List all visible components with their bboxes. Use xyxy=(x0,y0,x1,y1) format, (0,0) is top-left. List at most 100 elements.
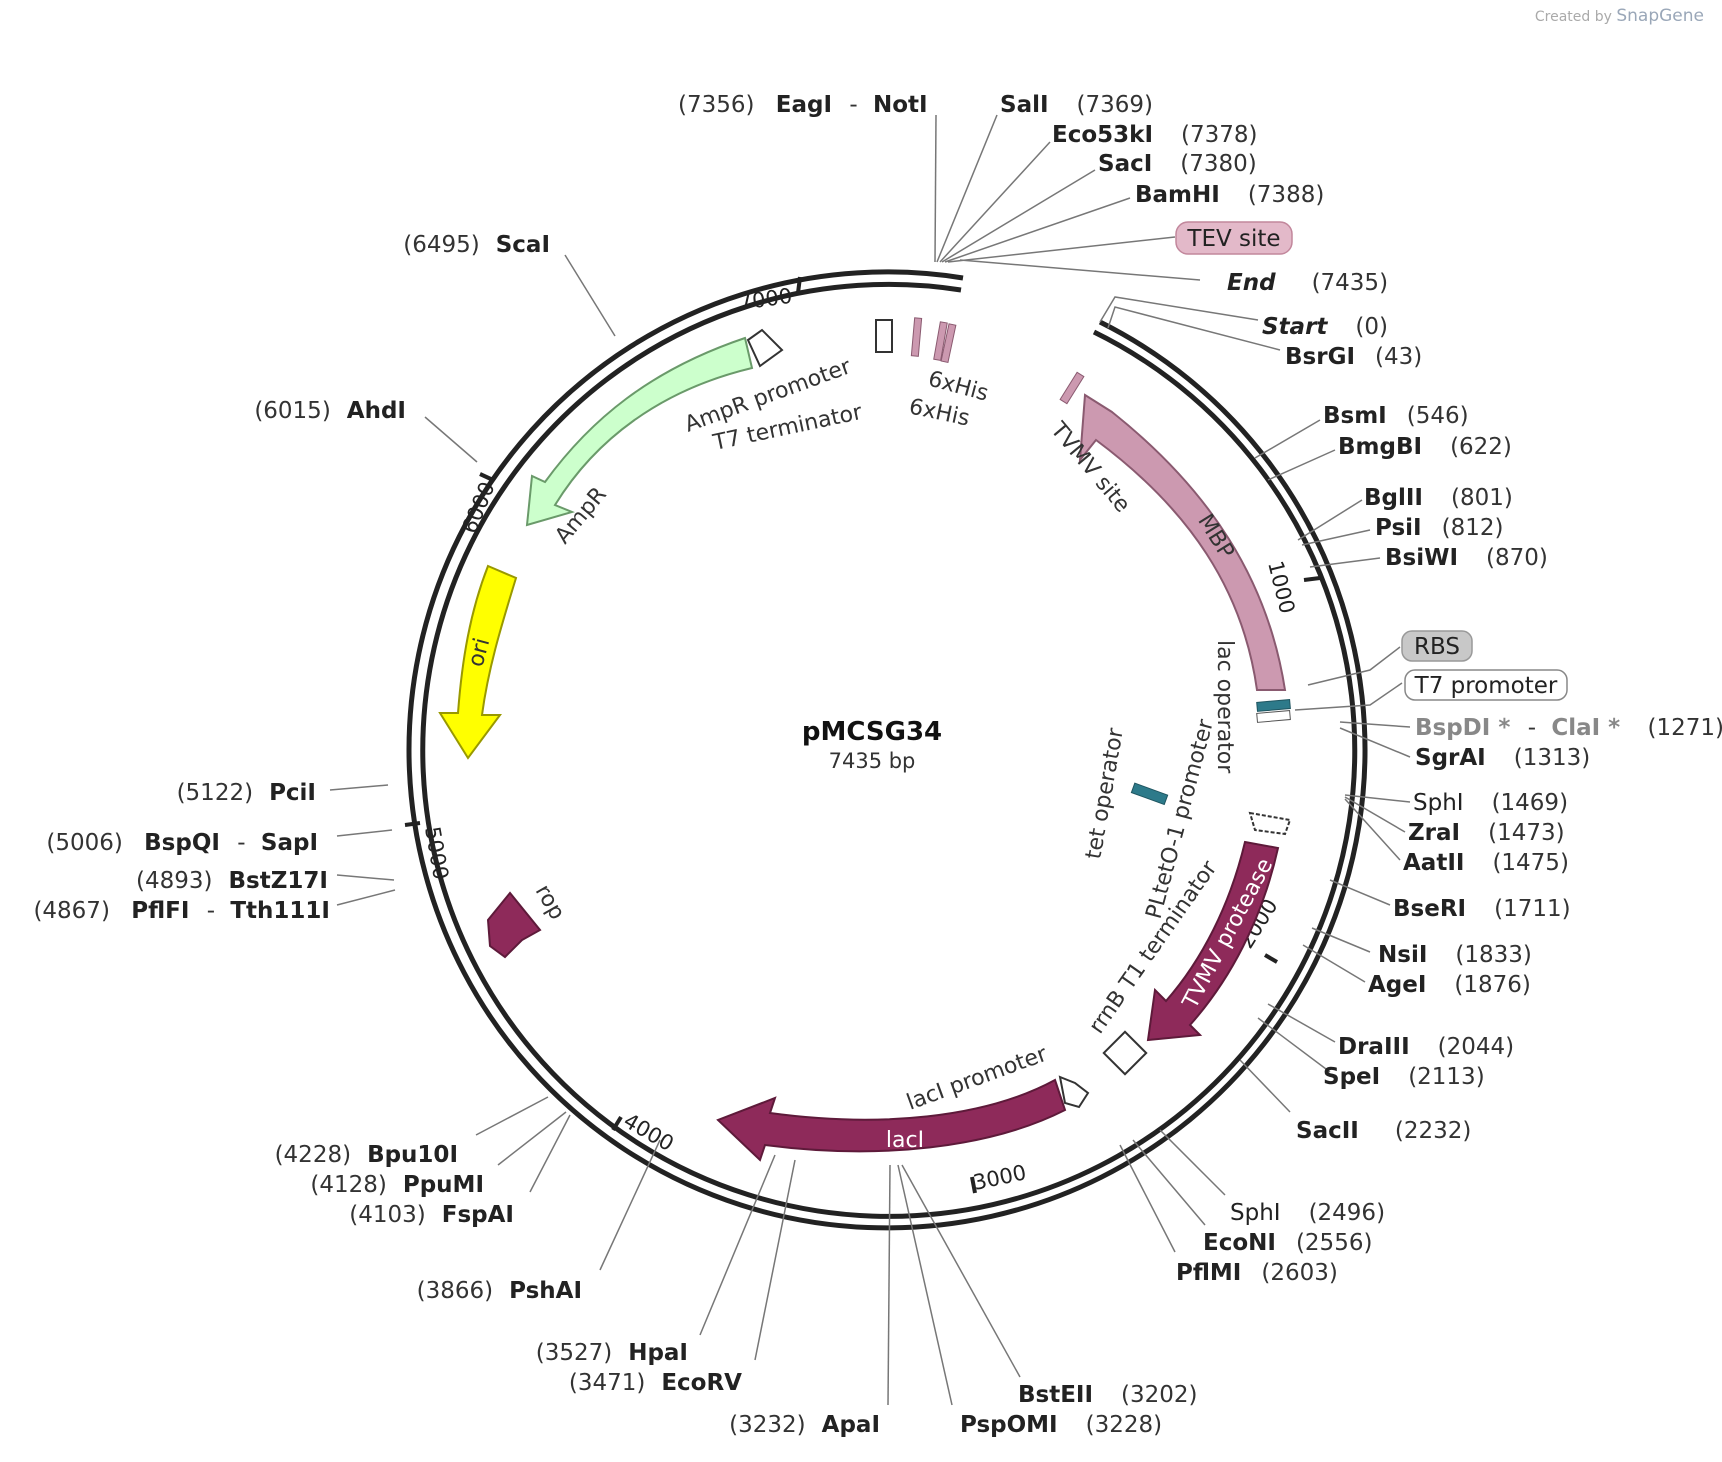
site-eco53ki: Eco53kI(7378) xyxy=(1052,122,1258,148)
site-sphi-1469: SphI(1469) xyxy=(1413,790,1568,816)
backbone-inner-ring xyxy=(420,281,1358,1219)
leader-bsmi xyxy=(1254,419,1321,459)
leader-psii xyxy=(1301,529,1371,546)
t7-terminator-mark xyxy=(875,319,893,353)
leader-ahdi xyxy=(424,416,478,463)
leader-sacii xyxy=(1239,1059,1291,1113)
site-ecorv: (3471)EcoRV xyxy=(569,1370,742,1396)
site-pflfi-tth111i: (4867) PflFI - Tth111I xyxy=(33,898,330,924)
site-eagi-notI: (7356) EagI - NotI xyxy=(678,92,928,118)
site-sgrai: SgrAI(1313) xyxy=(1415,745,1590,771)
leader-apai xyxy=(887,1164,891,1406)
backbone xyxy=(406,269,1368,1231)
site-end: End(7435) xyxy=(1227,270,1388,296)
leader-pflmi xyxy=(1119,1144,1176,1253)
laci-label: lacI xyxy=(886,1128,924,1153)
credit-brand: SnapGene xyxy=(1616,6,1704,26)
boxed-label-rbs: RBS xyxy=(1401,630,1473,662)
site-start: Start(0) xyxy=(1262,314,1388,340)
tick-7000 xyxy=(796,276,802,294)
leader-eagi xyxy=(934,114,937,263)
leader-pcii xyxy=(329,784,389,791)
leader-bmgbi xyxy=(1267,449,1336,481)
leader-sphi2 xyxy=(1159,1129,1226,1196)
site-sali: SalI(7369) xyxy=(1000,92,1153,118)
tick-1000 xyxy=(1303,576,1321,582)
leader-start xyxy=(1099,296,1259,323)
site-bsteii: BstEII(3202) xyxy=(1018,1382,1198,1408)
leader-zrai xyxy=(1344,796,1406,833)
leader-bamhi xyxy=(944,197,1131,263)
site-bstz17i: (4893)BstZ17I xyxy=(136,868,328,894)
plasmid-name: pMCSG34 xyxy=(802,717,942,747)
tick-marks xyxy=(404,276,1321,1194)
leader-scai xyxy=(564,254,616,337)
ori-arrow xyxy=(438,564,518,760)
leader-sgrai xyxy=(1339,727,1411,758)
tick-labels: 1000 2000 3000 4000 5000 6000 7000 xyxy=(420,284,1299,1195)
site-pshai: (3866)PshAI xyxy=(417,1278,582,1304)
t7-promoter-box xyxy=(1404,669,1568,701)
site-ppumi: (4128)PpuMI xyxy=(310,1172,484,1198)
leader-bspdi xyxy=(1339,721,1411,728)
leader-fspai xyxy=(529,1114,571,1193)
rop-label: rop xyxy=(530,881,570,925)
tev-site-text: TEV site xyxy=(1186,226,1280,252)
leader-bsrgi xyxy=(1107,306,1281,351)
leader-end xyxy=(959,259,1201,281)
boxed-label-tev: TEV site xyxy=(1175,221,1293,255)
leader-lines xyxy=(329,114,1411,1406)
his-tag-mark-1 xyxy=(910,317,923,357)
site-spei: SpeI(2113) xyxy=(1323,1064,1485,1090)
tick-label-1000: 1000 xyxy=(1263,558,1299,616)
laci-promoter-arrow xyxy=(1058,1075,1090,1109)
site-bseri: BseRI(1711) xyxy=(1393,896,1571,922)
tev-site-box xyxy=(1175,221,1293,255)
leader-bpu10i xyxy=(475,1096,549,1136)
lac-operator-mark xyxy=(1256,698,1291,712)
backbone-outer-ring xyxy=(406,269,1368,1231)
site-draiii: DraIII(2044) xyxy=(1338,1034,1514,1060)
leader-econi xyxy=(1132,1139,1206,1226)
boxed-label-t7-promoter: T7 promoter xyxy=(1404,669,1568,701)
rbs-text: RBS xyxy=(1414,634,1460,660)
lac-operator-label: lac operator xyxy=(1212,640,1237,774)
rrnb-terminator-mark xyxy=(1102,1030,1148,1076)
ampr-promoter-arrow xyxy=(746,328,784,368)
site-agei: AgeI(1876) xyxy=(1368,972,1531,998)
tick-6000 xyxy=(479,472,494,482)
tvmv-protease-arrow xyxy=(1146,840,1280,1042)
leader-bsteii xyxy=(901,1164,1021,1378)
rop-arrow xyxy=(486,891,542,959)
site-hpai: (3527)HpaI xyxy=(536,1340,688,1366)
leader-saci xyxy=(941,169,1096,263)
site-bsrgi: BsrGI(43) xyxy=(1285,344,1422,370)
tick-label-3000: 3000 xyxy=(971,1160,1028,1195)
tick-4000 xyxy=(611,1115,623,1132)
ampr-arrow xyxy=(525,336,754,527)
site-econi: EcoNI(2556) xyxy=(1203,1230,1372,1256)
leader-spei xyxy=(1257,1017,1331,1073)
site-bspqi-sapi: (5006) BspQI - SapI xyxy=(46,830,318,856)
leader-draiii xyxy=(1267,1003,1336,1043)
tick-3000 xyxy=(970,1176,977,1194)
site-labels: (7356) EagI - NotI SalI(7369) Eco53kI(73… xyxy=(33,92,1722,1438)
tick-label-7000: 7000 xyxy=(737,284,793,315)
tet-operator-mark xyxy=(1130,782,1169,806)
site-sacii: SacII(2232) xyxy=(1296,1118,1471,1144)
site-nsii: NsiI(1833) xyxy=(1378,942,1532,968)
leader-ecorv xyxy=(754,1159,796,1361)
leader-pflfi xyxy=(336,889,396,906)
leader-pspomi xyxy=(897,1164,953,1406)
tet-operator-label: tet operator xyxy=(1081,725,1129,861)
site-pcii: (5122)PciI xyxy=(177,780,316,806)
site-apai: (3232)ApaI xyxy=(729,1412,880,1438)
leader-bglii xyxy=(1297,499,1363,541)
mbp-arrow xyxy=(1078,393,1287,691)
leader-tev xyxy=(947,236,1176,263)
site-pspomi: PspOMI(3228) xyxy=(960,1412,1162,1438)
pltet-promoter-arrow xyxy=(1248,811,1292,836)
leader-agei xyxy=(1302,944,1366,983)
